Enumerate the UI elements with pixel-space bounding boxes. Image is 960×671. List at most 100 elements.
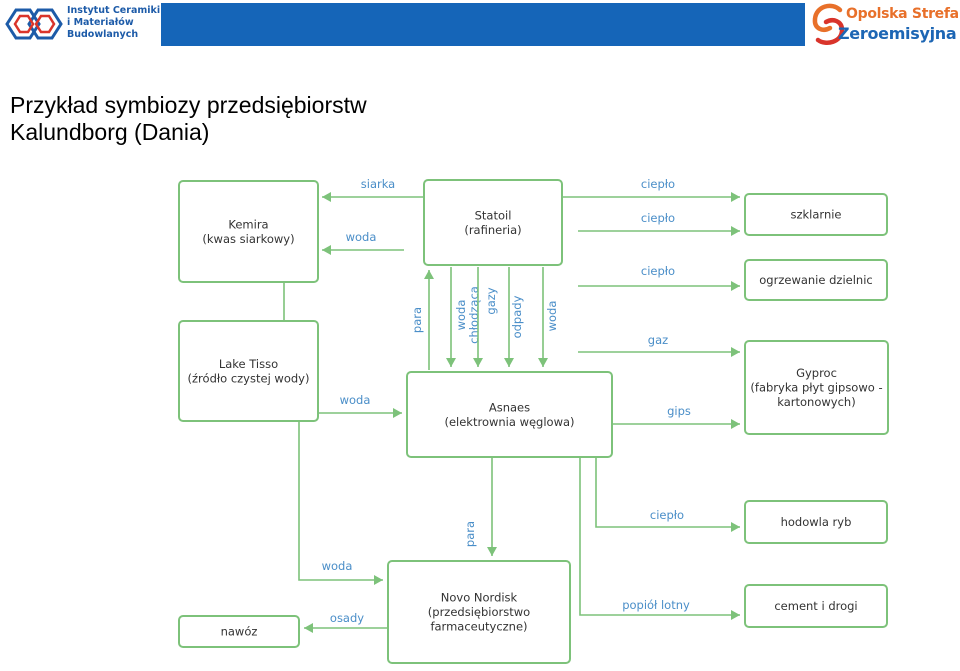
flow-label-statoil-asnaes-woda: woda <box>545 301 559 332</box>
flow-asnaes-novo-para: para <box>463 457 497 556</box>
node-box-szklarnie <box>744 193 888 236</box>
flow-lake-asnaes-woda: woda <box>318 393 402 418</box>
flow-asnaes-statoil-para: para <box>410 270 434 370</box>
flow-line-asnaes-hodowla-cieplo <box>595 457 740 528</box>
node-novo-nordisk: Novo Nordisk(przedsiębiorstwofarmaceutyc… <box>387 560 571 664</box>
arrowhead-statoil-cieplo-1 <box>731 192 740 202</box>
flow-label-asnaes-gyproc-gaz: gaz <box>648 333 668 347</box>
node-statoil: Statoil(rafineria) <box>423 179 563 266</box>
arrowhead-statoil-kemira-siarka <box>322 192 331 202</box>
arrowhead-asnaes-gyproc-gips <box>731 419 740 429</box>
flow-label-asnaes-hodowla-cieplo: ciepło <box>650 508 684 522</box>
institute-logo-icon <box>5 8 63 40</box>
arrowhead-statoil-asnaes-woda <box>538 358 548 367</box>
node-label-asnaes-1: Asnaes <box>489 400 530 414</box>
flow-asnaes-gyproc-gips: gips <box>612 404 740 429</box>
page-title-line2: Kalundborg (Dania) <box>10 119 210 145</box>
header: Instytut Ceramiki i Materiałów Budowlany… <box>0 0 960 48</box>
node-cement: cement i drogi <box>744 584 888 628</box>
node-box-kemira <box>178 180 319 283</box>
node-szklarnie: szklarnie <box>744 193 888 236</box>
node-asnaes: Asnaes(elektrownia węglowa) <box>406 371 613 458</box>
flow-statoil-asnaes-odpady: odpady <box>504 267 524 367</box>
institute-logo: Instytut Ceramiki i Materiałów Budowlany… <box>3 3 161 45</box>
node-box-gyproc <box>744 340 889 435</box>
node-label-hodowla-1: hodowla ryb <box>781 515 852 529</box>
flow-label-asnaes-cement-popiol: popiół lotny <box>622 598 690 612</box>
node-lake-tisso: Lake Tisso(źródło czystej wody) <box>178 320 319 422</box>
flow-label-asnaes-novo-para: para <box>463 521 477 547</box>
flow-statoil-asnaes-woda-chlodzaca: wodachłodząca <box>446 267 481 367</box>
institute-logo-line3: Budowlanych <box>67 29 139 41</box>
zone-logo-line1: Opolska Strefa <box>846 6 959 22</box>
node-box-statoil <box>423 179 563 266</box>
node-label-statoil-1: Statoil <box>475 208 512 222</box>
arrowhead-lake-asnaes-woda <box>393 408 402 418</box>
flow-label-statoil-asnaes-woda-chlodzaca: wodachłodząca <box>454 286 481 344</box>
page-title-line1: Przykład symbiozy przedsiębiorstw <box>10 92 367 118</box>
arrowhead-statoil-asnaes-gazy <box>473 358 483 367</box>
flow-statoil-szklarnie-cieplo: ciepło <box>578 211 740 236</box>
flow-label-statoil-kemira-woda: woda <box>346 230 377 244</box>
node-label-gyproc-2: (fabryka płyt gipsowo - <box>750 381 882 395</box>
flow-label-lake-asnaes-woda: woda <box>340 393 371 407</box>
arrowhead-statoil-asnaes-woda-chlodzaca <box>446 358 456 367</box>
node-gyproc: Gyproc(fabryka płyt gipsowo -kartonowych… <box>744 340 889 435</box>
node-label-lake-tisso-1: Lake Tisso <box>219 357 278 371</box>
node-label-cement-1: cement i drogi <box>774 599 857 613</box>
arrowhead-statoil-szklarnie-cieplo <box>731 226 740 236</box>
flow-statoil-cieplo-1: ciepło <box>562 177 740 202</box>
node-box-hodowla <box>744 500 888 544</box>
arrowhead-asnaes-hodowla-cieplo <box>731 522 740 532</box>
flow-line-lake-novo-woda <box>298 421 383 581</box>
flow-label-statoil-kemira-siarka: siarka <box>361 177 395 191</box>
node-label-novo-nordisk-1: Novo Nordisk <box>441 591 518 605</box>
flow-line-asnaes-cement-popiol <box>579 457 740 616</box>
flow-label-asnaes-gyproc-gips: gips <box>667 404 691 418</box>
flow-asnaes-cement-popiol: popiół lotny <box>579 457 740 620</box>
node-label-szklarnie-1: szklarnie <box>790 208 841 222</box>
page-title: Przykład symbiozy przedsiębiorstw Kalund… <box>10 92 367 146</box>
flow-label-asnaes-statoil-para: para <box>410 307 424 333</box>
arrowhead-asnaes-statoil-para <box>424 270 434 279</box>
node-box-cement <box>744 584 888 628</box>
arrowhead-asnaes-gyproc-gaz <box>731 347 740 357</box>
flow-lake-novo-woda: woda <box>298 421 383 585</box>
node-label-kemira-2: (kwas siarkowy) <box>202 232 294 246</box>
node-box-novo-nordisk <box>387 560 571 664</box>
node-kemira: Kemira(kwas siarkowy) <box>178 180 319 283</box>
institute-logo-line1: Instytut Ceramiki <box>67 5 161 16</box>
node-nawoz: nawóz <box>178 615 300 648</box>
zone-logo-line2: Zeroemisyjna <box>838 24 957 43</box>
node-box-nawoz <box>178 615 300 648</box>
node-box-ogrzewanie <box>744 259 888 301</box>
flow-label-statoil-cieplo-1: ciepło <box>641 177 675 191</box>
flow-asnaes-ogrzewanie-cieplo: ciepło <box>578 264 740 291</box>
node-label-gyproc-3: kartonowych) <box>777 395 855 409</box>
flow-statoil-asnaes-gazy: gazy <box>473 267 498 367</box>
flow-asnaes-gyproc-gaz: gaz <box>578 333 740 357</box>
node-label-novo-nordisk-2: (przedsiębiorstwo <box>428 605 530 619</box>
node-label-ogrzewanie-1: ogrzewanie dzielnic <box>759 273 872 287</box>
arrowhead-asnaes-novo-para <box>487 547 497 556</box>
flow-label-statoil-asnaes-gazy: gazy <box>484 287 498 314</box>
flow-label-asnaes-ogrzewanie-cieplo: ciepło <box>641 264 675 278</box>
node-ogrzewanie: ogrzewanie dzielnic <box>744 259 888 301</box>
node-box-lake-tisso <box>178 320 319 422</box>
node-label-nawoz-1: nawóz <box>221 625 258 639</box>
node-label-lake-tisso-2: (źródło czystej wody) <box>188 371 310 385</box>
flow-novo-nawoz-osady: osady <box>304 611 388 633</box>
flow-label-novo-nawoz-osady: osady <box>330 611 364 625</box>
arrowhead-asnaes-cement-popiol <box>731 610 740 620</box>
arrowhead-statoil-kemira-woda <box>322 245 331 255</box>
arrowhead-lake-novo-woda <box>374 575 383 585</box>
flow-statoil-kemira-siarka: siarka <box>322 177 424 202</box>
zone-logo-icon <box>812 3 845 45</box>
arrowhead-asnaes-ogrzewanie-cieplo <box>731 281 740 291</box>
flow-statoil-asnaes-woda: woda <box>538 267 559 367</box>
node-label-gyproc-1: Gyproc <box>796 366 837 380</box>
flow-label-statoil-asnaes-odpady: odpady <box>510 295 524 338</box>
node-label-statoil-2: (rafineria) <box>464 223 521 237</box>
institute-logo-line2: i Materiałów <box>67 17 134 29</box>
flow-label-statoil-szklarnie-cieplo: ciepło <box>641 211 675 225</box>
